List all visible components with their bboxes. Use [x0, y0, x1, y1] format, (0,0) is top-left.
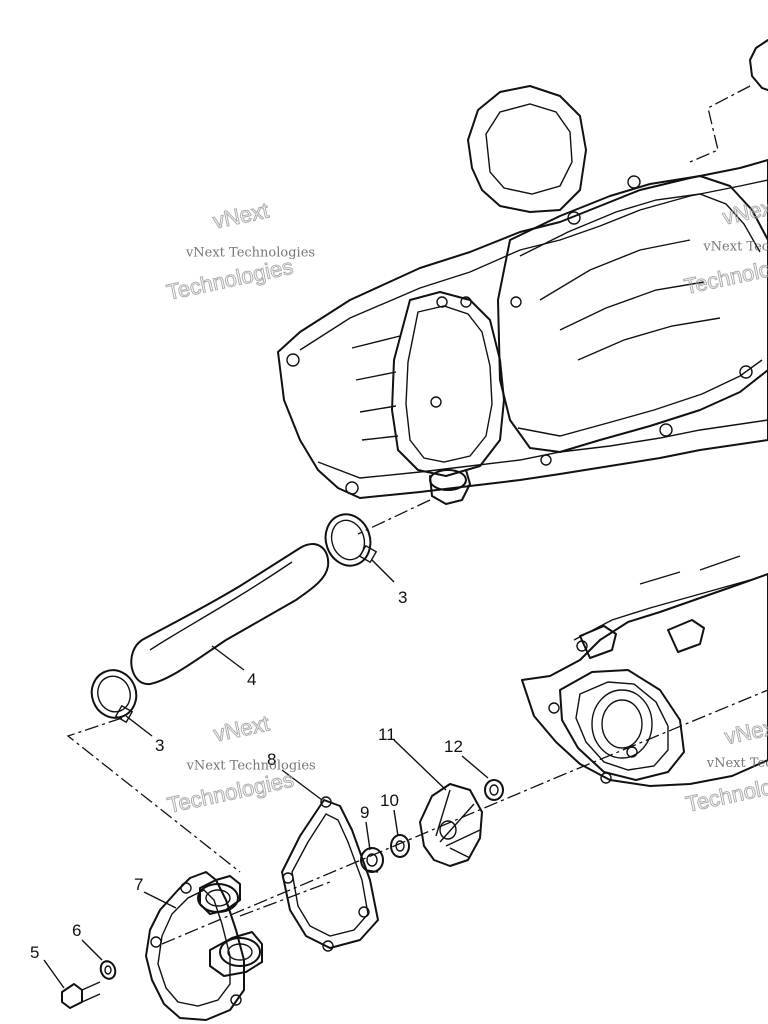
- crankcase-housing: [521, 555, 768, 787]
- cover-bolt: [61, 981, 101, 1009]
- svg-text:vNext Technologies: vNext Technologies: [186, 758, 316, 773]
- impeller-nut: [484, 779, 504, 801]
- water-pump-impeller: [419, 783, 483, 867]
- callout-5: 5: [30, 943, 39, 962]
- svg-text:Technologies: Technologies: [682, 248, 768, 299]
- callout-8: 8: [267, 750, 276, 769]
- leader-lines: [43, 559, 489, 989]
- hose-clamp-lower: [90, 669, 138, 724]
- callout-3-upper: 3: [398, 588, 407, 607]
- svg-text:vNext: vNext: [211, 711, 271, 747]
- sealing-washer: [99, 960, 117, 980]
- callout-11: 11: [378, 725, 396, 744]
- callout-6: 6: [72, 921, 81, 940]
- svg-text:Technologies: Technologies: [684, 766, 768, 817]
- svg-text:vNext Technologies: vNext Technologies: [702, 240, 768, 255]
- shaft-seal: [360, 847, 384, 873]
- callout-labels: 3 4 3 8 11 12 9 10 7 6 5: [30, 588, 463, 962]
- callout-10: 10: [380, 791, 399, 810]
- callout-7: 7: [134, 875, 143, 894]
- callout-9: 9: [360, 803, 369, 822]
- watermark-upper-left: vNext vNext Technologies Technologies: [164, 197, 315, 305]
- watermark-middle-left: vNext vNext Technologies Technologies: [165, 710, 316, 818]
- coolant-hose: [130, 543, 330, 686]
- svg-text:vNext: vNext: [720, 193, 768, 229]
- pump-cover-gasket: [281, 796, 379, 952]
- cylinder-head-assembly: [277, 39, 768, 505]
- callout-3-lower: 3: [155, 736, 164, 755]
- hose-clamp-upper: [324, 513, 378, 567]
- callout-4: 4: [247, 670, 256, 689]
- water-pump-cover: [145, 871, 263, 1021]
- svg-text:vNext: vNext: [211, 198, 271, 234]
- watermark-middle-right: vNext vNext Technologies Technologies: [683, 713, 768, 818]
- svg-text:vNext Technologies: vNext Technologies: [185, 245, 315, 260]
- impeller-washer: [390, 834, 410, 858]
- svg-text:Technologies: Technologies: [164, 254, 295, 305]
- svg-text:vNext: vNext: [722, 713, 768, 749]
- callout-12: 12: [444, 737, 463, 756]
- svg-text:vNext Technologies: vNext Technologies: [706, 756, 768, 771]
- svg-text:Technologies: Technologies: [165, 767, 296, 818]
